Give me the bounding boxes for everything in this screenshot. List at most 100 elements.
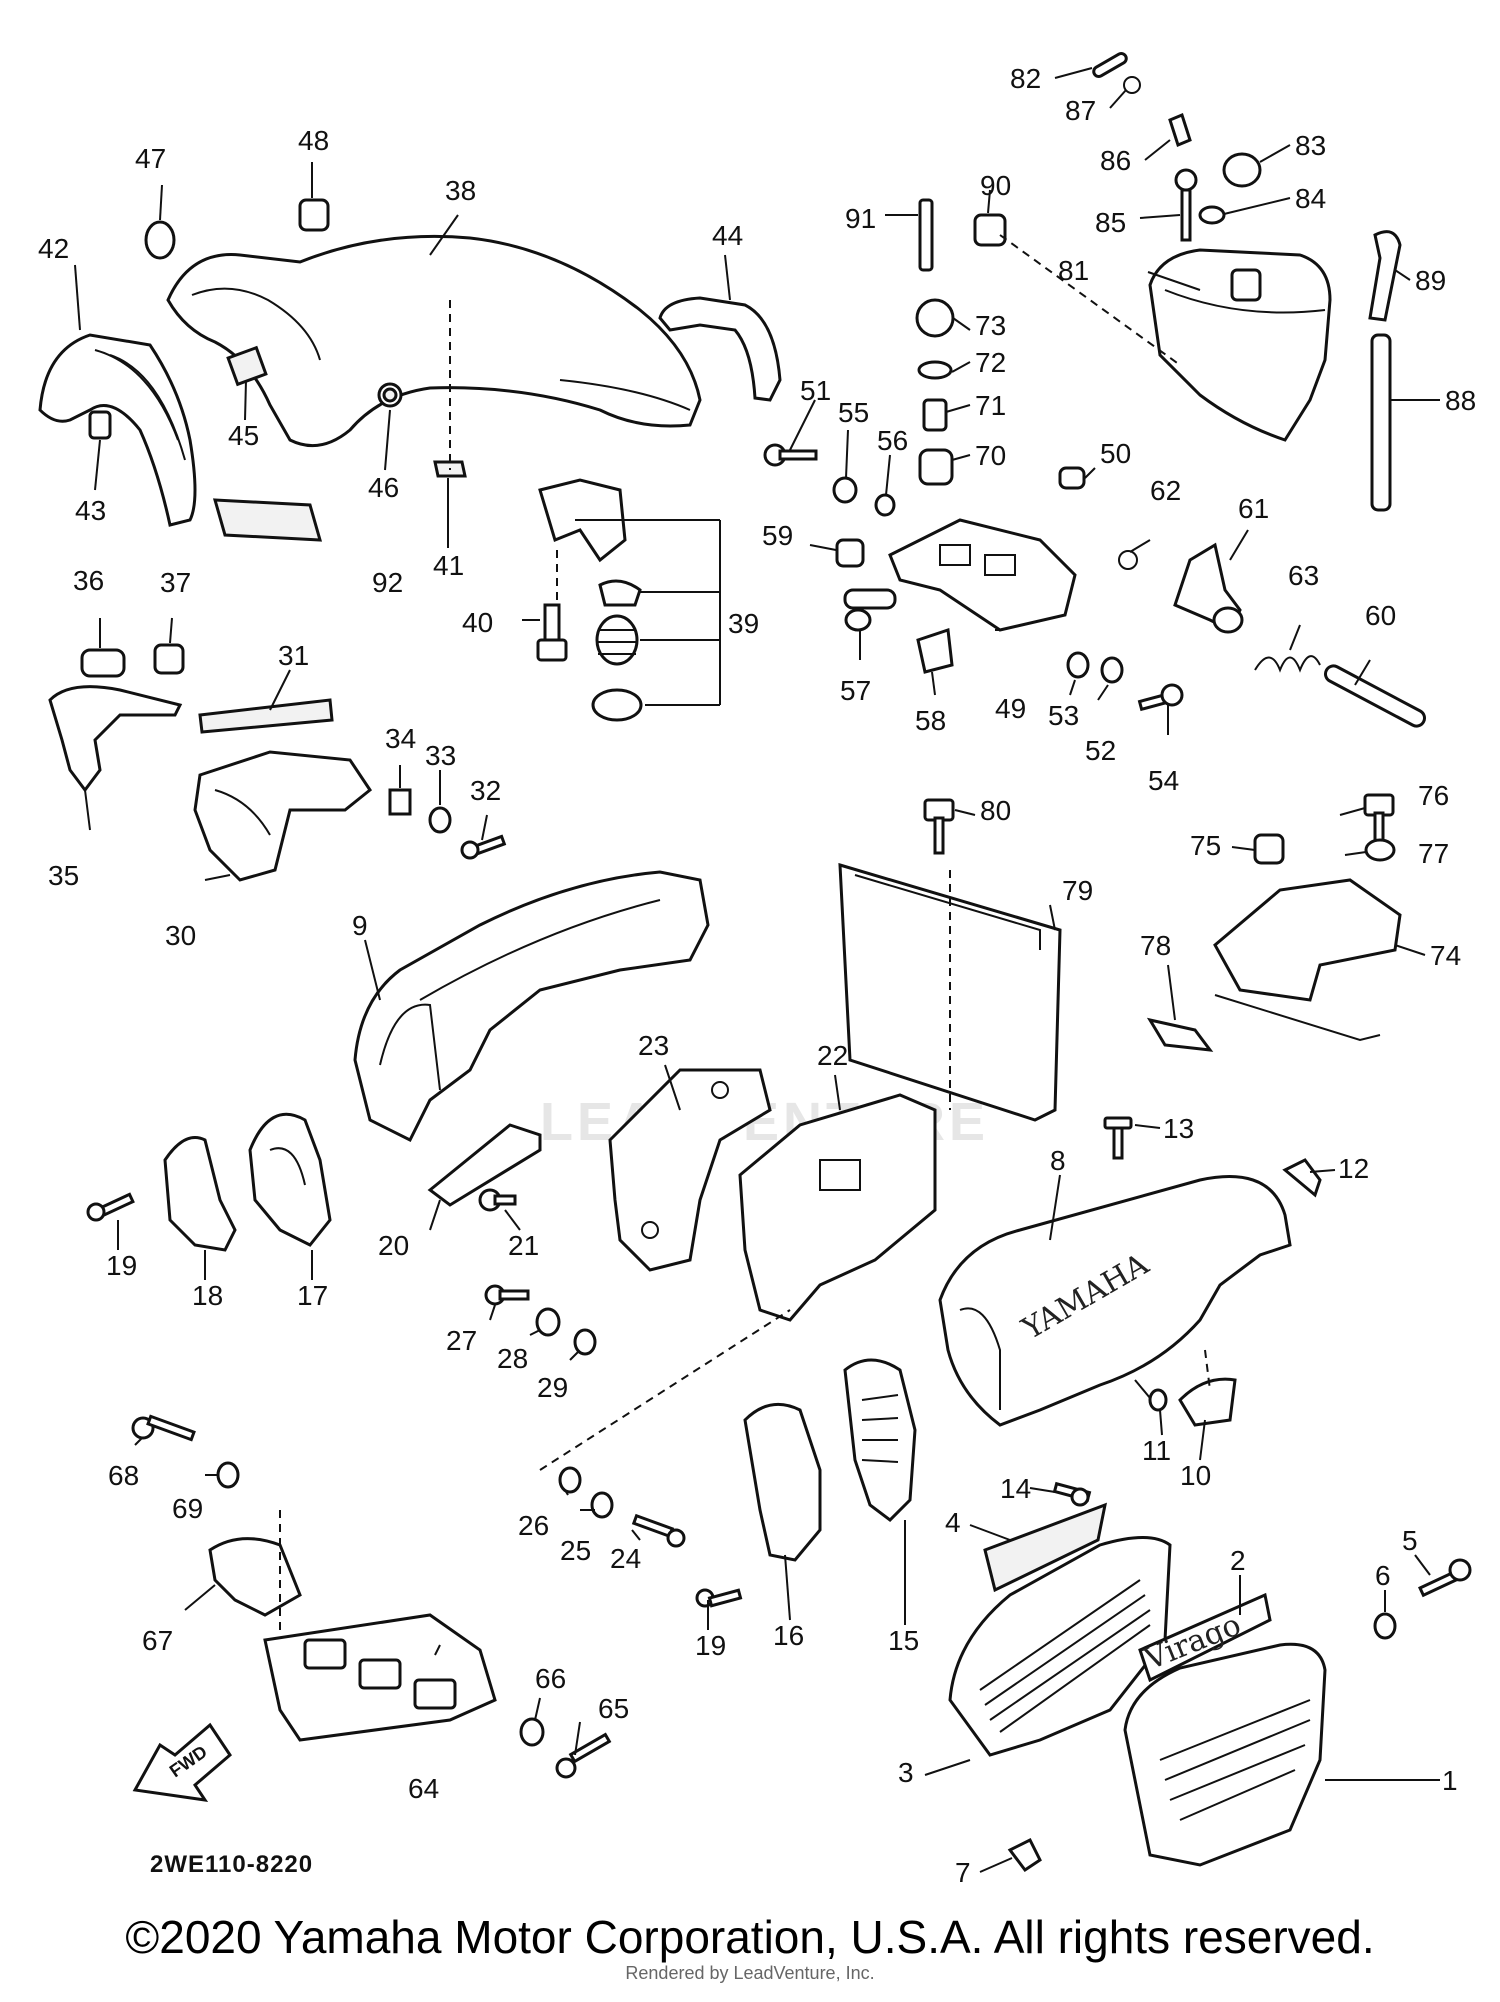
label-47: 47	[135, 143, 166, 174]
label-18: 18	[192, 1280, 223, 1311]
part-72-washer	[917, 360, 953, 380]
label-58: 58	[915, 705, 946, 736]
label-88: 88	[1445, 385, 1476, 416]
part-21-bolt	[478, 1188, 517, 1212]
label-51: 51	[800, 375, 831, 406]
label-86: 86	[1100, 145, 1131, 176]
part-70-grommet	[918, 448, 954, 486]
part-26-washer	[558, 1466, 582, 1494]
label-38: 38	[445, 175, 476, 206]
label-64: 64	[408, 1773, 439, 1804]
part-20-bracket	[427, 1123, 542, 1207]
part-66-nut	[519, 1717, 545, 1747]
part-79-battery-box	[838, 862, 1062, 1122]
label-1: 1	[1442, 1765, 1458, 1796]
label-81: 81	[1058, 255, 1089, 286]
label-44: 44	[712, 220, 743, 251]
part-55-nut	[832, 476, 858, 504]
part-51-bolt	[763, 443, 818, 467]
part-47-cap	[144, 220, 176, 260]
label-67: 67	[142, 1625, 173, 1656]
part-7-clip	[1007, 1837, 1042, 1873]
part-4-emblem	[983, 1502, 1108, 1593]
part-labels: 1 2 3 4 5 6 7 8 9 10 11 12 13 14 15 16 1…	[38, 63, 1476, 1888]
label-63: 63	[1288, 560, 1319, 591]
rendered-by-notice: Rendered by LeadVenture, Inc.	[625, 1963, 875, 1983]
label-19-bottom: 19	[695, 1630, 726, 1661]
label-14: 14	[1000, 1473, 1031, 1504]
part-19-bolt-bottom	[695, 1588, 743, 1608]
part-80-bolt	[923, 798, 955, 855]
part-14-bolt	[1052, 1481, 1092, 1507]
label-2: 2	[1230, 1545, 1246, 1576]
label-70: 70	[975, 440, 1006, 471]
label-79: 79	[1062, 875, 1093, 906]
part-23-plate	[608, 1068, 772, 1272]
part-71-collar	[922, 398, 948, 432]
label-20: 20	[378, 1230, 409, 1261]
label-27: 27	[446, 1325, 477, 1356]
part-76-bolt	[1363, 793, 1395, 850]
part-61-lever	[1173, 542, 1244, 634]
label-5: 5	[1402, 1525, 1418, 1556]
label-74: 74	[1430, 940, 1461, 971]
part-78-plate	[1146, 1017, 1214, 1052]
assembly-line-5	[539, 1309, 791, 1471]
part-15-cover	[843, 1358, 917, 1522]
label-24: 24	[610, 1543, 641, 1574]
part-12-clip	[1282, 1158, 1322, 1198]
label-12: 12	[1338, 1153, 1369, 1184]
label-11: 11	[1142, 1435, 1171, 1466]
label-54: 54	[1148, 765, 1179, 796]
label-10: 10	[1180, 1460, 1211, 1491]
label-90: 90	[980, 170, 1011, 201]
part-31-strip	[198, 698, 334, 734]
label-9: 9	[352, 910, 368, 941]
label-61: 61	[1238, 493, 1269, 524]
label-49: 49	[995, 693, 1026, 724]
label-85: 85	[1095, 207, 1126, 238]
part-37-grommet	[153, 643, 185, 675]
label-48: 48	[298, 125, 329, 156]
label-42: 42	[38, 233, 69, 264]
part-86-clip	[1168, 112, 1192, 148]
label-69: 69	[172, 1493, 203, 1524]
part-64-bracket	[263, 1613, 497, 1742]
part-74-bracket	[1213, 878, 1402, 1042]
part-28-nut	[535, 1307, 561, 1337]
label-13: 13	[1163, 1113, 1194, 1144]
label-34: 34	[385, 723, 416, 754]
label-84: 84	[1295, 183, 1326, 214]
part-54-bolt	[1137, 683, 1184, 712]
part-49-bracket	[888, 518, 1077, 632]
label-56: 56	[877, 425, 908, 456]
part-42-rail	[38, 333, 197, 527]
part-16-cover	[743, 1402, 822, 1562]
label-46: 46	[368, 472, 399, 503]
label-80: 80	[980, 795, 1011, 826]
part-87-clip	[1123, 76, 1141, 94]
part-63-spring	[1254, 655, 1321, 673]
label-35: 35	[48, 860, 79, 891]
part-24-bolt	[631, 1513, 686, 1548]
part-58-plate	[916, 627, 954, 674]
part-56-washer	[874, 493, 896, 517]
label-21: 21	[508, 1230, 539, 1261]
label-39: 39	[728, 608, 759, 639]
part-13-bolt	[1103, 1116, 1133, 1160]
part-19-bolt-left	[86, 1192, 135, 1222]
part-81-tank	[1148, 248, 1332, 442]
part-27-bolt	[484, 1284, 530, 1306]
part-34-nut	[388, 788, 412, 816]
part-1-side-cover	[1123, 1642, 1327, 1867]
part-73-cap	[915, 298, 955, 338]
part-17-panel	[248, 1112, 332, 1247]
label-26: 26	[518, 1510, 549, 1541]
label-37: 37	[160, 567, 191, 598]
label-17: 17	[297, 1280, 328, 1311]
label-23: 23	[638, 1030, 669, 1061]
copyright-notice: ©2020 Yamaha Motor Corporation, U.S.A. A…	[125, 1911, 1375, 1963]
part-65-bolt	[555, 1732, 612, 1779]
label-50: 50	[1100, 438, 1131, 469]
part-85-dipstick	[1174, 168, 1198, 242]
